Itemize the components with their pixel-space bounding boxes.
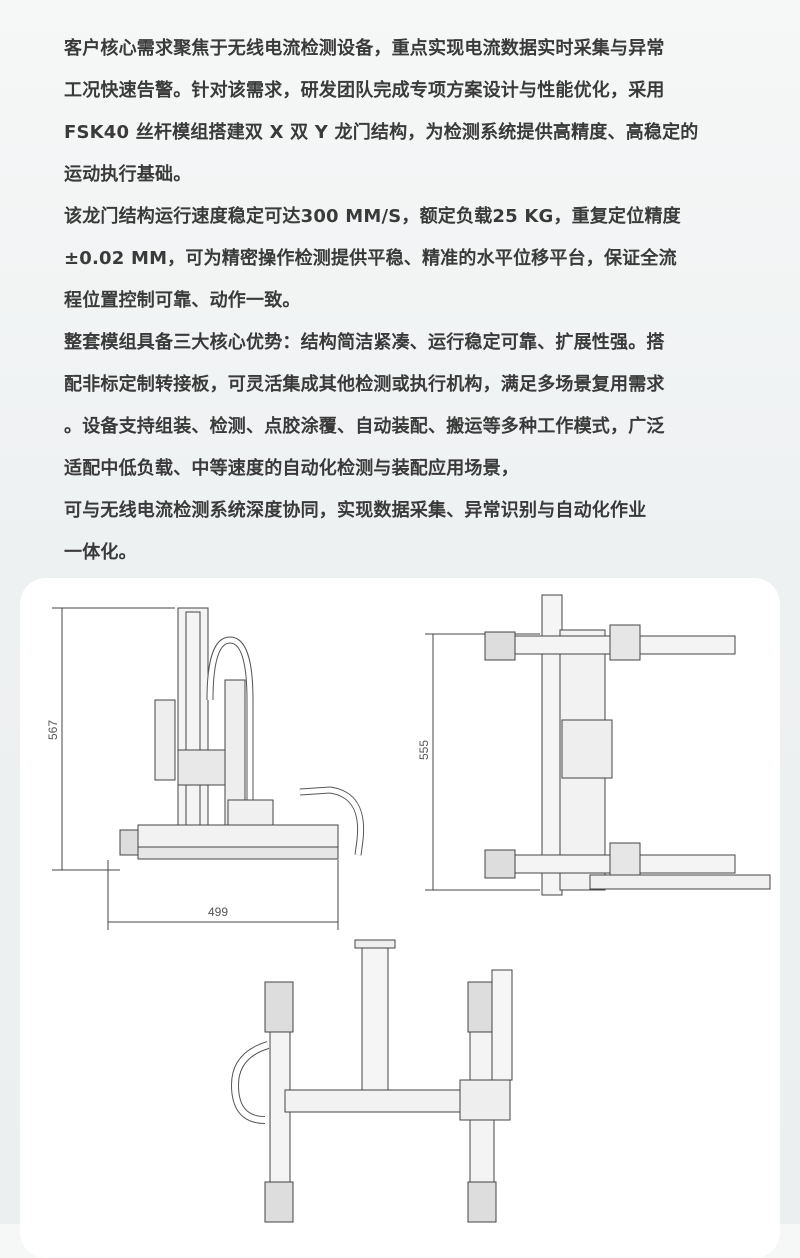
description-line: 客户核心需求聚焦于无线电流检测设备，重点实现电流数据实时采集与异常 <box>64 38 665 59</box>
front-height-label: 555 <box>417 740 431 760</box>
technical-drawings: 567 499 555 <box>46 594 771 1223</box>
description-line: 整套模组具备三大核心优势：结构简洁紧凑、运行稳定可靠、扩展性强。搭 <box>64 332 665 353</box>
side-view-drawing <box>52 607 365 930</box>
description-line: 一体化。 <box>64 542 137 563</box>
description-line: 配非标定制转接板，可灵活集成其他检测或执行机构，满足多场景复用需求 <box>64 374 665 395</box>
description-text: 客户核心需求聚焦于无线电流检测设备，重点实现电流数据实时采集与异常 工况快速告警… <box>64 32 764 578</box>
side-width-label: 499 <box>208 905 228 919</box>
description-line: FSK40 丝杆模组搭建双 X 双 Y 龙门结构，为检测系统提供高精度、高稳定的 <box>64 122 699 143</box>
description-line: 运动执行基础。 <box>64 164 192 185</box>
front-view-drawing <box>425 594 771 896</box>
description-line: ±0.02 MM，可为精密操作检测提供平稳、精准的水平位移平台，保证全流 <box>64 248 677 269</box>
description-line: 程位置控制可靠、动作一致。 <box>64 290 301 311</box>
description-line: 工况快速告警。针对该需求，研发团队完成专项方案设计与性能优化，采用 <box>64 80 665 101</box>
side-height-label: 567 <box>46 720 60 740</box>
description-line: 。设备支持组装、检测、点胶涂覆、自动装配、搬运等多种工作模式，广泛 <box>64 416 665 437</box>
description-line: 适配中低负载、中等速度的自动化检测与装配应用场景， <box>64 458 519 479</box>
description-line: 可与无线电流检测系统深度协同，实现数据采集、异常识别与自动化作业 <box>64 500 647 521</box>
drawing-card <box>20 578 780 1258</box>
top-view-drawing <box>230 939 513 1223</box>
description-line: 该龙门结构运行速度稳定可达300 MM/S，额定负载25 KG，重复定位精度 <box>64 206 681 227</box>
